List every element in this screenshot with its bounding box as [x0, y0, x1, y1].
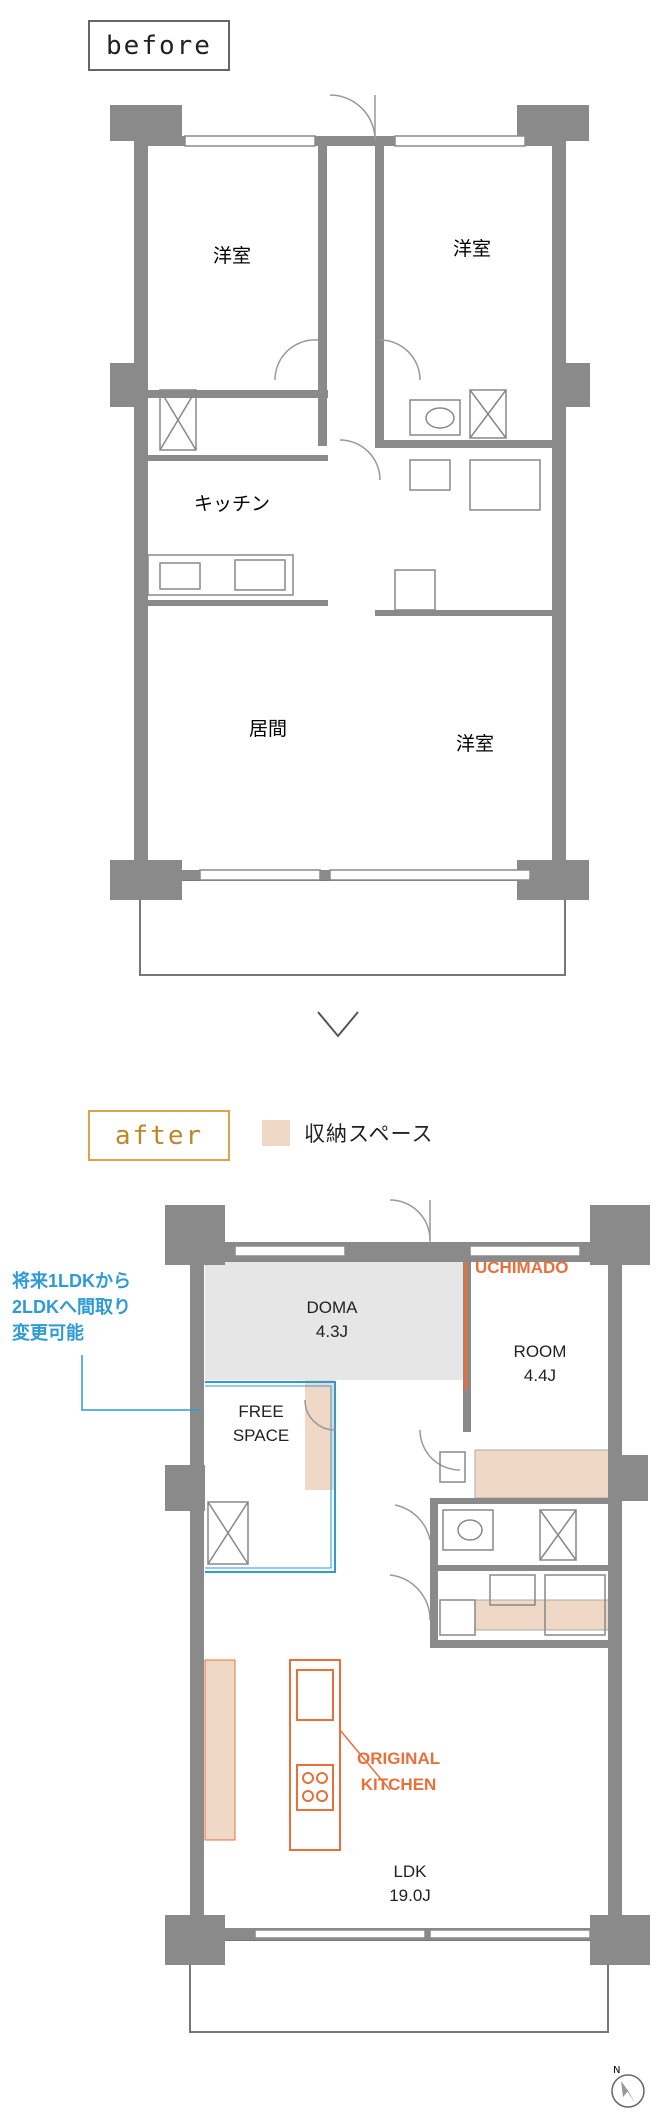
- future-note-line2: 2LDKへ間取り: [12, 1297, 132, 1317]
- room-label: ROOM 4.4J: [500, 1340, 580, 1388]
- original-kitchen-label: ORIGINAL KITCHEN: [357, 1746, 440, 1798]
- before-room-living: 居間: [249, 718, 287, 740]
- free-space-label: FREE SPACE: [216, 1400, 306, 1448]
- before-room-bedroom-right: 洋室: [456, 733, 494, 755]
- original-kitchen-line2: KITCHEN: [360, 1775, 437, 1794]
- after-tag-text: after: [114, 1120, 204, 1151]
- before-room-bedroom-top-right: 洋室: [453, 238, 491, 260]
- transition-chevron-icon: [317, 1011, 359, 1038]
- doma-name: DOMA: [306, 1298, 358, 1317]
- compass-north-letter: N: [613, 2065, 620, 2076]
- uchimado-label: UCHIMADO: [475, 1258, 569, 1277]
- after-tag: after: [88, 1110, 230, 1161]
- free-space-line2: SPACE: [232, 1426, 290, 1445]
- before-room-kitchen: キッチン: [194, 493, 270, 515]
- before-room-bedroom-top-left: 洋室: [213, 245, 251, 267]
- compass-icon: N: [611, 2065, 645, 2108]
- before-floor-plan: 洋室 洋室 キッチン 居間 洋室: [110, 94, 590, 976]
- original-kitchen-line1: ORIGINAL: [357, 1749, 441, 1768]
- ldk-label: LDK 19.0J: [370, 1860, 450, 1908]
- ldk-size: 19.0J: [389, 1886, 431, 1905]
- storage-legend: 収納スペース: [262, 1118, 433, 1148]
- before-tag-text: before: [106, 30, 212, 61]
- room-name: ROOM: [513, 1342, 567, 1361]
- ldk-name: LDK: [393, 1862, 427, 1881]
- future-note-line1: 将来1LDKから: [12, 1271, 132, 1291]
- doma-area: [205, 1262, 463, 1380]
- future-note-line3: 変更可能: [12, 1323, 84, 1343]
- free-space-line1: FREE: [238, 1402, 284, 1421]
- before-tag: before: [88, 20, 230, 71]
- storage-swatch: [262, 1120, 290, 1146]
- doma-size: 4.3J: [315, 1322, 349, 1341]
- doma-label: DOMA 4.3J: [292, 1296, 372, 1344]
- room-size: 4.4J: [523, 1366, 557, 1385]
- future-layout-note: 将来1LDKから 2LDKへ間取り 変更可能: [12, 1268, 131, 1346]
- after-floor-plan: [81, 1199, 650, 2033]
- storage-legend-label: 収納スペース: [304, 1123, 434, 1146]
